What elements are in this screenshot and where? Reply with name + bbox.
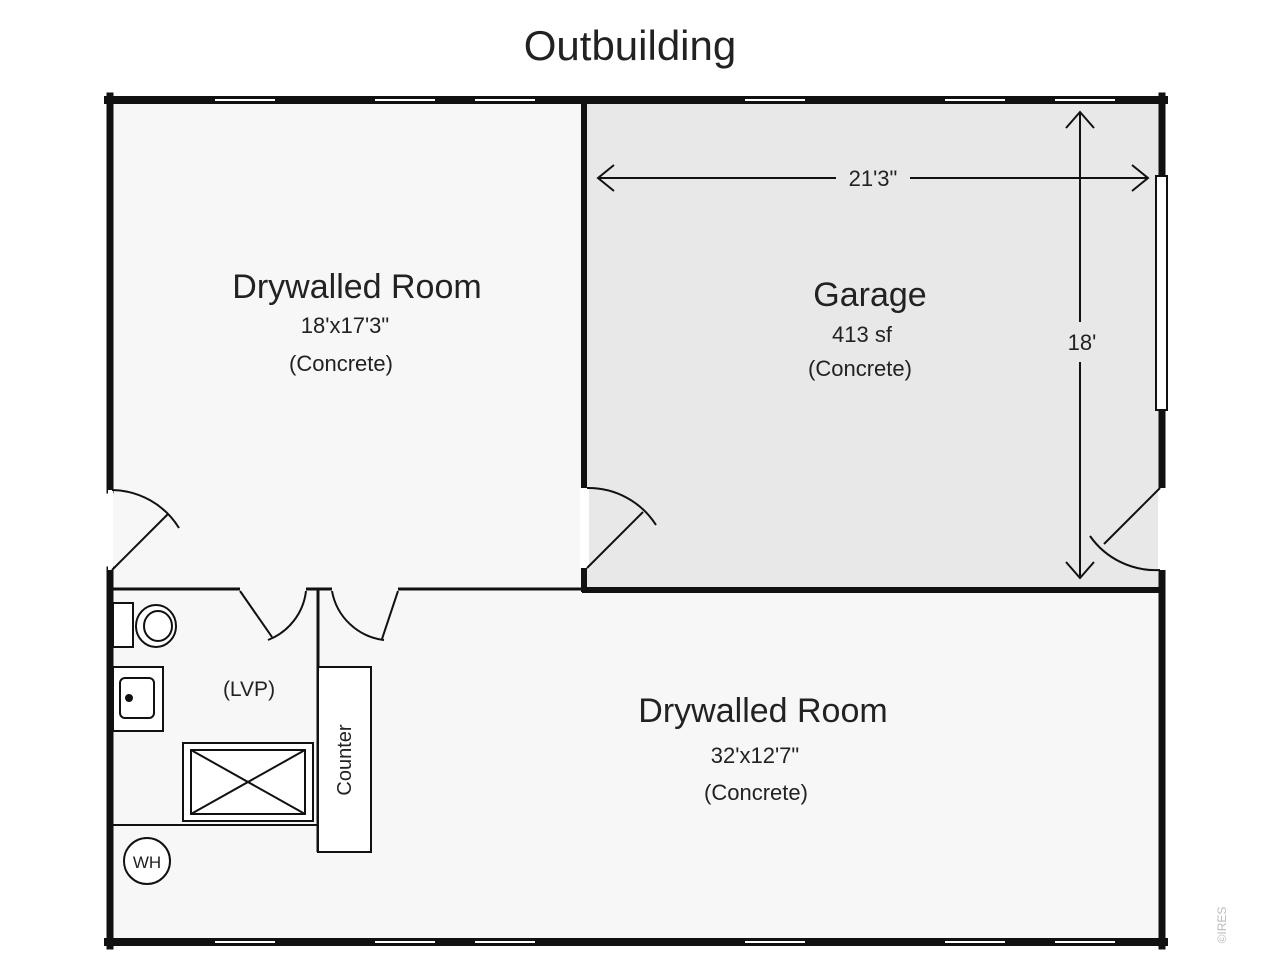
sink [112,666,164,732]
room-bottom-name: Drywalled Room [638,692,887,730]
bath-floor-label: (LVP) [223,678,275,701]
counter [317,666,372,853]
garage-overhead-door [1155,175,1168,411]
shower [182,742,314,822]
watermark: ©IRES [1215,907,1229,944]
counter-label: Counter [334,724,356,795]
water-heater-label: WH [133,853,161,872]
room-bottom-floor-label: (Concrete) [704,780,808,805]
room-top-left-size: 18'x17'3" [301,313,389,338]
garage-floor-label: (Concrete) [808,356,912,381]
room-top-left-floor-label: (Concrete) [289,351,393,376]
garage-area: 413 sf [832,322,893,347]
room-top-left-name: Drywalled Room [232,268,481,306]
garage-name: Garage [813,276,926,314]
room-top-left-floor [112,100,584,589]
garage-width-dimension: 21'3" [849,166,898,191]
room-bottom-size: 32'x12'7" [711,743,799,768]
interior-walls [110,100,1164,852]
garage-floor [584,104,1162,589]
dimension-lines [596,110,1150,580]
toilet [112,602,177,648]
windows [215,99,1115,943]
garage-depth-dimension: 18' [1068,330,1097,355]
plan-title: Outbuilding [524,22,736,69]
doors [108,486,1167,641]
water-heater [123,837,171,885]
